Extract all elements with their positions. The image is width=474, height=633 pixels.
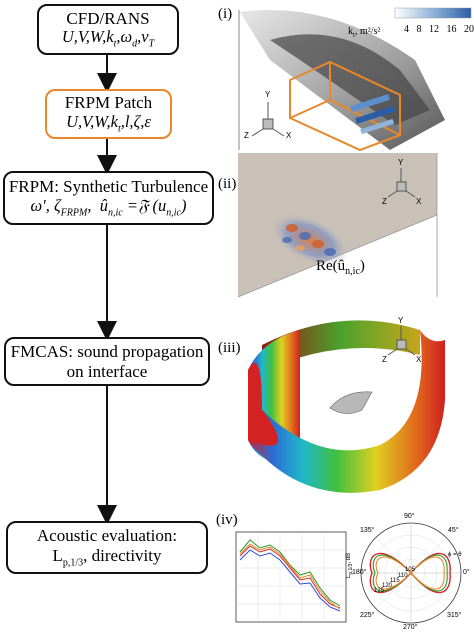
box2-title: FRPM Patch xyxy=(64,93,153,113)
axis-z-label-i: Z xyxy=(244,131,249,140)
axis-z-label-iii: Z xyxy=(382,355,387,364)
box-frpm-synthetic-turbulence: FRPM: Synthetic Turbulence ω′, ζFRPM, ûn… xyxy=(3,171,214,225)
turbulence-annotation: Re(ûn,ic) xyxy=(316,258,365,277)
box1-sub: U,V,W,kt,ωd,νT xyxy=(61,27,155,50)
colorbar-kt xyxy=(394,7,472,19)
box-acoustic-evaluation: Acoustic evaluation: Lp,1/3, directivity xyxy=(6,521,208,574)
polar-axis-label: Lp,1/3, dB xyxy=(346,552,355,578)
axis-x-label-iii: X xyxy=(416,355,422,364)
polar-ring-105: 105 xyxy=(405,567,416,573)
polar-angle-90: 90° xyxy=(404,513,415,520)
polar-angle-315: 315° xyxy=(447,612,462,619)
polar-phi-label: ϕ = θ xyxy=(448,552,462,558)
polar-angle-270: 270° xyxy=(403,624,418,631)
panel-label-ii: (ii) xyxy=(218,176,237,192)
box-frpm-patch: FRPM Patch U,V,W,kt,l,ζ,ε xyxy=(45,89,172,139)
polar-angle-180: 180° xyxy=(352,569,367,576)
polar-ring-120: 120 xyxy=(382,583,393,589)
colorbar-tick-8: 8 xyxy=(416,24,422,35)
axis-z-label-ii: Z xyxy=(382,197,387,206)
box2-sub: U,V,W,kt,l,ζ,ε xyxy=(66,111,151,135)
colorbar-title: kt, m²/s² xyxy=(348,26,381,39)
box4-sub: on interface xyxy=(66,361,148,381)
flap-shadow xyxy=(270,34,430,125)
colorbar-ticks: 4 8 12 16 20 xyxy=(404,24,474,35)
box1-title: CFD/RANS xyxy=(66,8,150,28)
polar-ring-110: 110 xyxy=(398,573,408,579)
colorbar-tick-20: 20 xyxy=(464,24,474,35)
colorbar-tick-4: 4 xyxy=(404,24,409,35)
panel-label-iii: (iii) xyxy=(218,340,241,356)
panel-label-iv: (iv) xyxy=(216,512,238,528)
polar-ring-125: 125 xyxy=(374,588,385,594)
axis-y-label-iii: Y xyxy=(398,316,404,325)
interface-front-wall xyxy=(248,330,445,493)
box-fmcas: FMCAS: sound propagation on interface xyxy=(4,337,210,386)
axis-x-label-i: X xyxy=(286,131,292,140)
axis-triad-i xyxy=(251,102,285,137)
box3-title: FRPM: Synthetic Turbulence xyxy=(8,177,209,197)
directivity-polar-plot xyxy=(360,522,462,624)
axis-triad-iii xyxy=(387,326,416,356)
colorbar-tick-16: 16 xyxy=(446,24,457,35)
box-cfd-rans: CFD/RANS U,V,W,kt,ωd,νT xyxy=(37,4,179,55)
polar-angle-0: 0° xyxy=(463,569,470,576)
box5-sub: Lp,1/3, directivity xyxy=(52,545,162,569)
box3-sub: ω′, ζFRPM, ûn,ic =𝔉 (un,ic) xyxy=(30,195,187,219)
axis-triad-ii xyxy=(387,168,416,198)
polar-angle-45: 45° xyxy=(448,527,459,534)
panel-label-i: (i) xyxy=(218,6,233,22)
polar-ring-115: 115 xyxy=(390,578,400,584)
axis-y-label-ii: Y xyxy=(398,158,404,167)
spectrum-plot xyxy=(235,531,347,623)
interface-back-wall xyxy=(262,320,420,372)
colorbar-tick-12: 12 xyxy=(429,24,439,35)
airfoil-model xyxy=(329,391,373,414)
box4-title: FMCAS: sound propagation xyxy=(10,341,204,361)
box5-title: Acoustic evaluation: xyxy=(36,526,178,546)
polar-angle-225: 225° xyxy=(360,612,375,619)
polar-angle-135: 135° xyxy=(360,527,375,534)
axis-x-label-ii: X xyxy=(416,197,422,206)
axis-y-label-i: Y xyxy=(265,90,271,99)
